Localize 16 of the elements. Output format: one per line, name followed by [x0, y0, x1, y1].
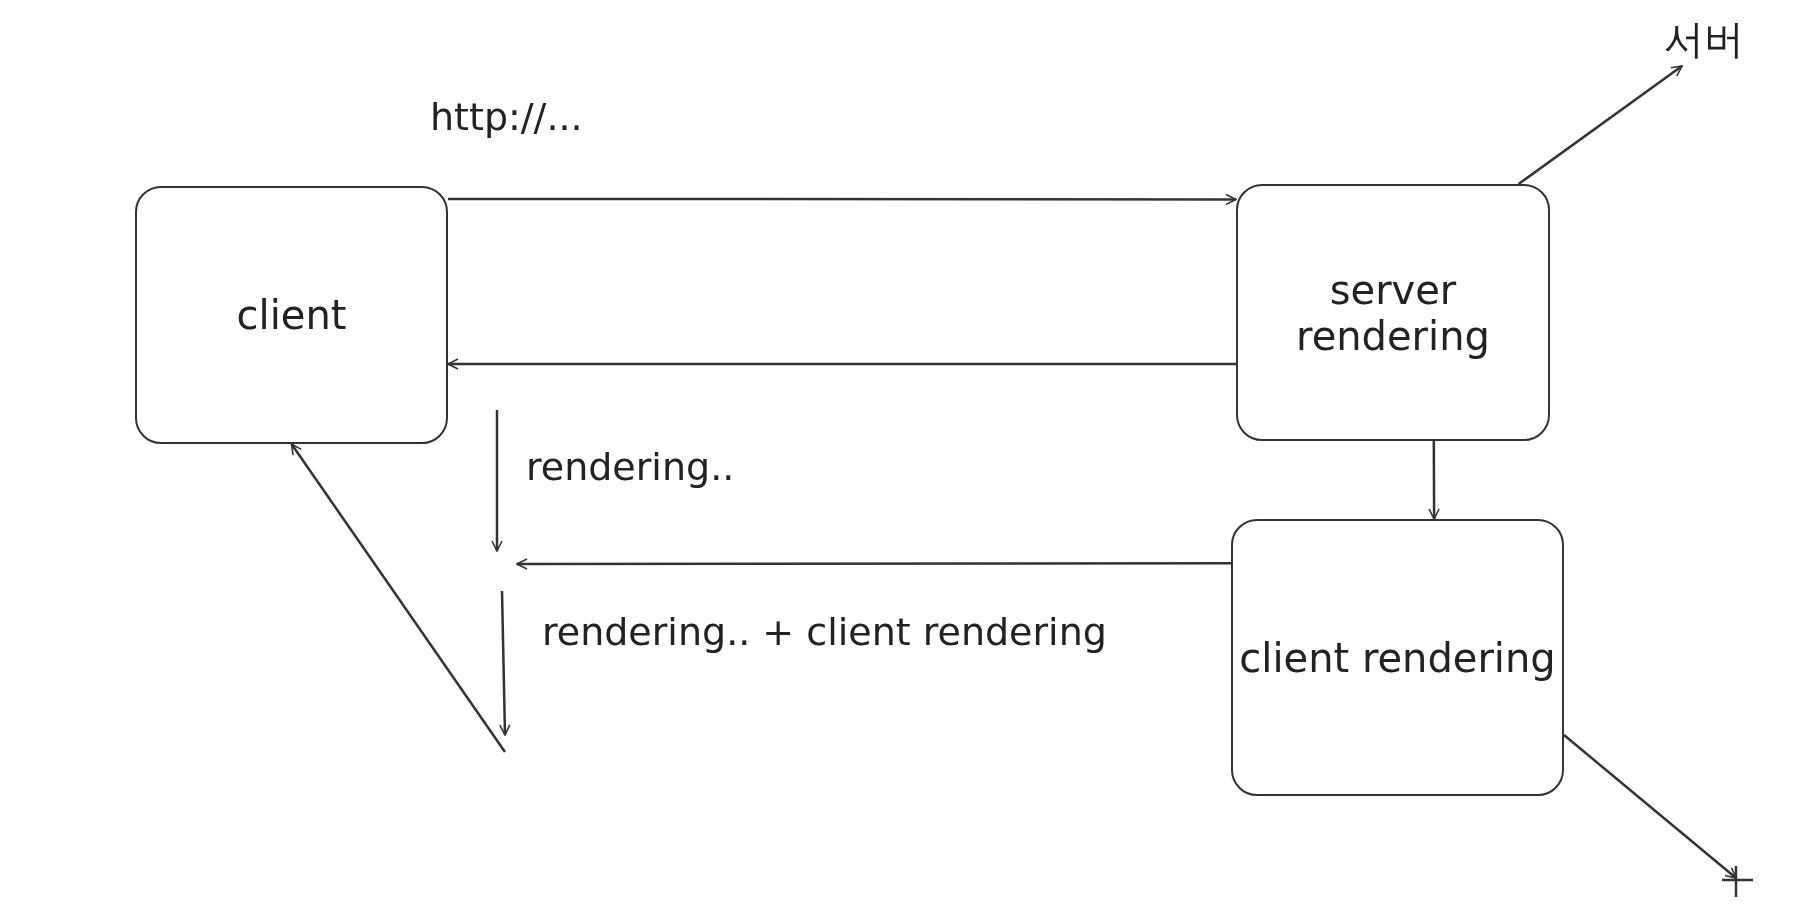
box-label: server rendering — [1295, 266, 1491, 359]
arrow — [1517, 65, 1683, 185]
arrow — [448, 193, 1237, 206]
process-box — [1231, 519, 1564, 796]
arrow — [1428, 441, 1440, 520]
box-label: client rendering — [1239, 634, 1556, 681]
text-label: 서버 — [1664, 12, 1744, 67]
arrow — [1563, 734, 1737, 879]
arrow — [516, 558, 1231, 570]
arrow — [447, 358, 1236, 370]
process-box — [1236, 184, 1550, 441]
text-label: rendering.. — [526, 445, 735, 489]
process-box — [135, 186, 448, 444]
box-label: client — [236, 292, 347, 338]
arrow — [290, 443, 507, 753]
text-label: rendering.. + client rendering — [542, 610, 1107, 654]
